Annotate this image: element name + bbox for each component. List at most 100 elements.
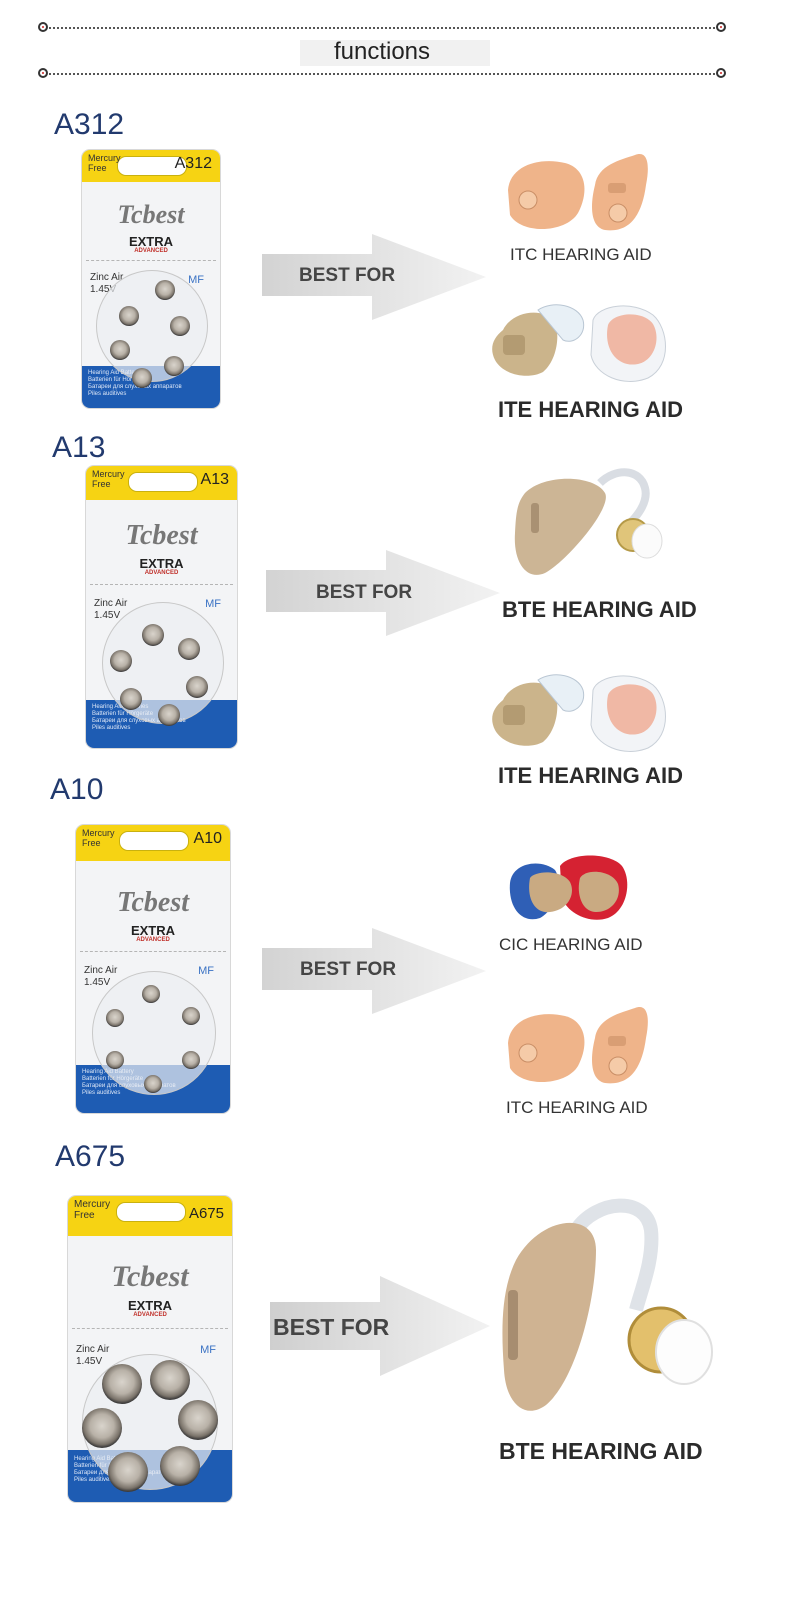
zinc-air-label: Zinc Air xyxy=(94,598,128,609)
desc-line: Piles auditives xyxy=(74,1477,113,1483)
battery-cell xyxy=(186,676,208,698)
desc-line: Piles auditives xyxy=(92,725,131,731)
model-label: A312 xyxy=(54,108,125,141)
desc-line: Hearing Aid Battery xyxy=(88,370,140,376)
model-label: A10 xyxy=(50,773,104,806)
battery-cell xyxy=(160,1446,200,1486)
mf-label: MF xyxy=(198,965,214,977)
desc-line: Batterien für Hörgeräte xyxy=(92,711,154,717)
advanced-text: ADVANCED xyxy=(136,937,170,943)
aid-label: CIC HEARING AID xyxy=(499,935,643,954)
header-dot-icon xyxy=(716,68,726,78)
header-dot-icon xyxy=(38,68,48,78)
battery-cell xyxy=(132,368,152,388)
pack-description: Hearing Aid Battery Batterien für Hörger… xyxy=(88,370,182,398)
ite-hearing-aid-image xyxy=(492,674,666,752)
aid-label: ITC HEARING AID xyxy=(506,1098,648,1117)
header-dot-icon xyxy=(716,22,726,32)
mercury-text: Mercury xyxy=(74,1199,111,1210)
battery-cell xyxy=(158,704,180,726)
extra-text: EXTRA xyxy=(127,1298,173,1313)
mercury-text: Mercury xyxy=(88,153,121,163)
model-label: A13 xyxy=(52,431,106,464)
battery-cell xyxy=(108,1452,148,1492)
page-title: functions xyxy=(333,38,431,65)
best-for-label: BEST FOR xyxy=(299,265,396,286)
free-text: Free xyxy=(88,163,107,173)
battery-cell xyxy=(82,1408,122,1448)
advanced-text: ADVANCED xyxy=(133,1312,167,1318)
mercury-text: Mercury xyxy=(92,469,125,479)
header-top-rule xyxy=(42,27,722,29)
best-for-label: BEST FOR xyxy=(316,582,413,603)
free-text: Free xyxy=(74,1210,95,1221)
ite-hearing-aid-image xyxy=(492,304,666,382)
desc-line: Piles auditives xyxy=(88,391,127,397)
model-label: A675 xyxy=(55,1140,126,1173)
free-text: Free xyxy=(82,838,101,848)
battery-cell xyxy=(106,1009,124,1027)
voltage-label: 1.45V xyxy=(90,284,117,295)
voltage-label: 1.45V xyxy=(76,1356,103,1367)
zinc-air-label: Zinc Air xyxy=(90,272,124,283)
voltage-label: 1.45V xyxy=(84,977,111,988)
itc-hearing-aid-image xyxy=(508,1007,648,1084)
battery-cell xyxy=(102,1364,142,1404)
battery-cell xyxy=(142,624,164,646)
advanced-text: ADVANCED xyxy=(144,570,179,576)
extra-text: EXTRA xyxy=(130,923,176,938)
mercury-text: Mercury xyxy=(82,828,115,838)
battery-cell xyxy=(170,316,190,336)
advanced-text: ADVANCED xyxy=(134,248,168,254)
header-title-bg xyxy=(300,40,490,66)
battery-cell xyxy=(120,688,142,710)
aid-label: ITE HEARING AID xyxy=(498,397,683,422)
aid-label: BTE HEARING AID xyxy=(502,597,697,622)
pack-hang-hole xyxy=(116,1202,186,1222)
itc-hearing-aid-image xyxy=(508,154,648,231)
battery-cell xyxy=(182,1051,200,1069)
battery-cell xyxy=(110,340,130,360)
pack-separator xyxy=(72,1328,228,1329)
bte-hearing-aid-image xyxy=(502,1198,713,1411)
brand-logo: Tcbest xyxy=(117,200,185,229)
pack-separator xyxy=(86,260,216,261)
bte-hearing-aid-image xyxy=(514,468,663,575)
battery-cell xyxy=(182,1007,200,1025)
best-for-arrow-icon xyxy=(266,550,500,636)
aid-label: ITC HEARING AID xyxy=(510,245,652,264)
desc-line: Batterien für Hörgeräte xyxy=(88,377,150,383)
pack-size-code: A312 xyxy=(174,155,212,172)
header-bottom-rule xyxy=(42,73,722,75)
best-for-label: BEST FOR xyxy=(273,1314,390,1340)
best-for-label: BEST FOR xyxy=(300,959,397,980)
pack-size-code: A13 xyxy=(200,471,229,488)
mf-label: MF xyxy=(205,598,221,610)
best-for-arrow-icon xyxy=(270,1276,490,1376)
pack-size-code: A675 xyxy=(188,1205,224,1222)
zinc-air-label: Zinc Air xyxy=(84,965,118,976)
mf-label: MF xyxy=(200,1344,216,1356)
battery-cell xyxy=(144,1075,162,1093)
zinc-air-label: Zinc Air xyxy=(76,1344,110,1355)
brand-logo: Tcbest xyxy=(116,887,190,918)
brand-logo: Tcbest xyxy=(111,1260,189,1293)
aid-label: ITE HEARING AID xyxy=(498,763,683,788)
pack-hang-hole xyxy=(117,156,187,176)
battery-cell xyxy=(155,280,175,300)
battery-cell xyxy=(178,638,200,660)
pack-size-code: A10 xyxy=(193,830,222,847)
pack-hang-hole xyxy=(119,831,189,851)
header-dot-icon xyxy=(38,22,48,32)
desc-line: Piles auditives xyxy=(82,1090,121,1096)
brand-logo: Tcbest xyxy=(125,520,198,551)
